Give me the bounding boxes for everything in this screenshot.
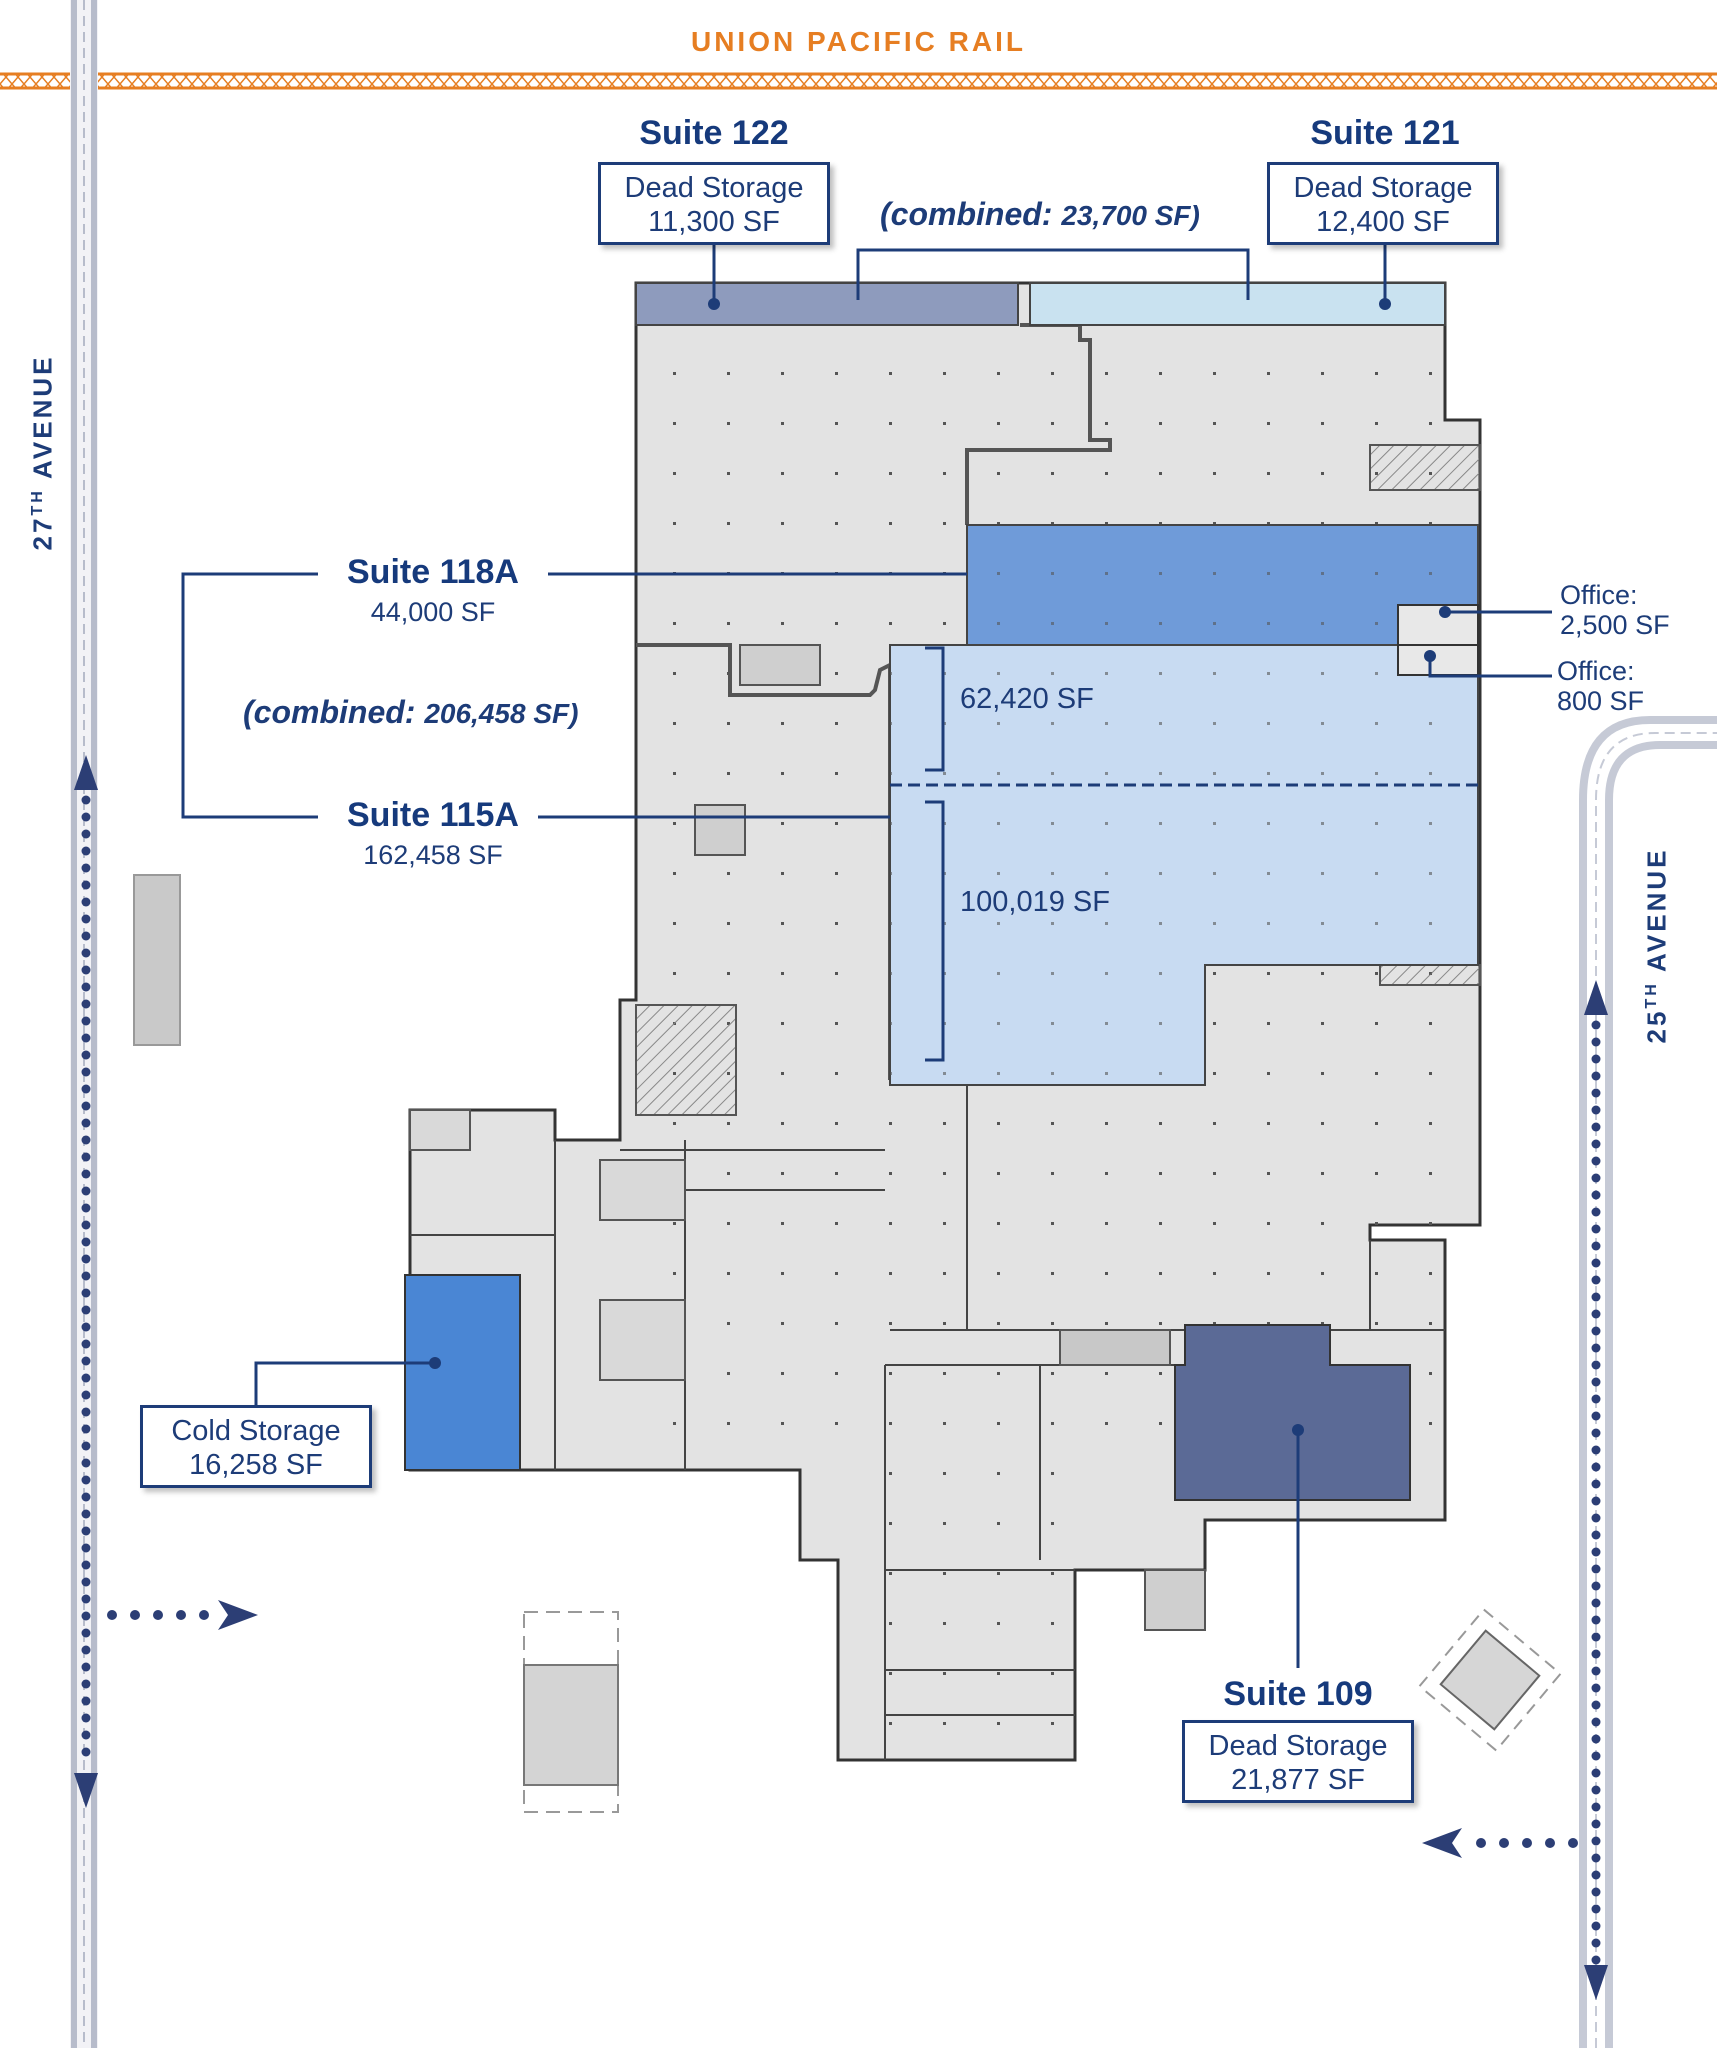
cold-storage-area	[404, 1274, 521, 1471]
suite-115a-upper-area: 62,420 SF	[960, 683, 1094, 715]
suite-122-area	[635, 282, 1019, 326]
office-2500-label: Office: 2,500 SF	[1560, 580, 1670, 640]
suite-122-label-box: Dead Storage 11,300 SF	[598, 162, 830, 245]
guard-shed	[1418, 1608, 1562, 1752]
suite-109-label-box: Dead Storage 21,877 SF	[1182, 1720, 1414, 1803]
combined-top-label: (combined: 23,700 SF)	[880, 196, 1200, 232]
cold-storage-label-box: Cold Storage 16,258 SF	[140, 1405, 372, 1488]
combined-left-label: (combined: 206,458 SF)	[243, 694, 579, 730]
traffic-flow-east	[1422, 980, 1608, 2000]
suite-118a-title: Suite 118A	[347, 553, 519, 591]
suite-115a-lower-area: 100,019 SF	[960, 886, 1110, 918]
detached-building	[133, 874, 181, 1046]
road-27th-avenue	[70, 0, 98, 2048]
suite-115a-area-label: 162,458 SF	[363, 840, 503, 870]
rail-line	[0, 72, 1717, 90]
suite-121-area-label: 12,400 SF	[1316, 206, 1450, 238]
suite-122-title: Suite 122	[639, 114, 789, 152]
suite-115a-title: Suite 115A	[347, 796, 519, 834]
suite-109-area	[1174, 1324, 1411, 1501]
office-800-label: Office: 800 SF	[1557, 656, 1645, 716]
suite-121-label-box: Dead Storage 12,400 SF	[1267, 162, 1499, 245]
leader-lines	[181, 245, 1552, 1668]
cold-storage-area-label: 16,258 SF	[189, 1449, 323, 1481]
suite-122-type: Dead Storage	[624, 172, 804, 204]
road-label-27th: 27TH AVENUE	[27, 354, 58, 551]
road-label-25th: 25TH AVENUE	[1641, 847, 1672, 1044]
office-block-800	[1397, 644, 1479, 676]
traffic-flow-west	[74, 755, 258, 1808]
rail-label: UNION PACIFIC RAIL	[690, 26, 1027, 57]
suite-118a-area-label: 44,000 SF	[370, 597, 496, 627]
suite-109-title: Suite 109	[1223, 1675, 1373, 1713]
suite-121-type: Dead Storage	[1293, 172, 1473, 204]
road-25th-avenue	[1579, 716, 1717, 2048]
suite-109-area-label: 21,877 SF	[1231, 1764, 1365, 1796]
suite-121-title: Suite 121	[1310, 114, 1460, 152]
suite-122-area-label: 11,300 SF	[648, 206, 780, 238]
suite-121-area	[1029, 282, 1446, 326]
leader-dots	[429, 298, 1451, 1436]
parking-structure	[523, 1611, 619, 1813]
suite-109-type: Dead Storage	[1208, 1730, 1388, 1762]
cold-storage-type: Cold Storage	[171, 1415, 341, 1447]
